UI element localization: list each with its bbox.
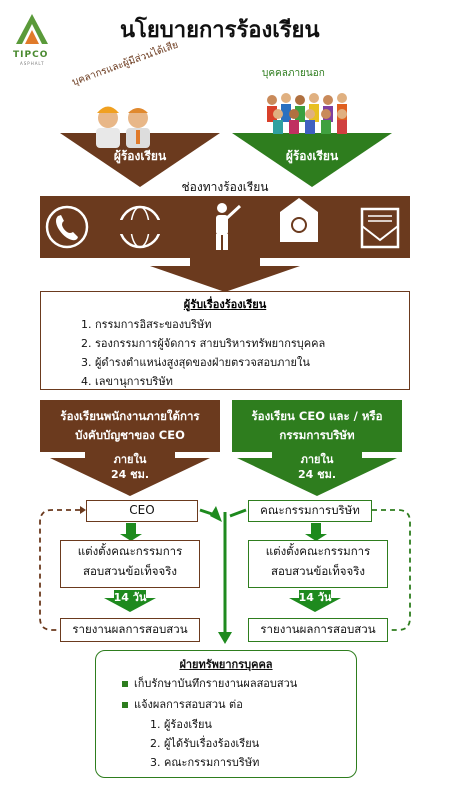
- envelope-icon: [360, 207, 400, 249]
- right-header-block: [232, 400, 402, 452]
- left-dashed-loop: [39, 509, 80, 631]
- right-action-line: สอบสวนข้อเท็จจริง: [270, 564, 366, 578]
- hr-bullet-text: แจ้งผลการสอบสวน ต่อ: [134, 698, 243, 711]
- channels-down-arrow: [150, 258, 300, 292]
- hr-subitem: 1. ผู้ร้องเรียน: [150, 718, 212, 731]
- receiver-list: 1. กรรมการอิสระของบริษัท 2. รองกรรมการผู…: [81, 315, 409, 391]
- left-source-label: ผู้ร้องเรียน: [113, 149, 167, 163]
- ceo-to-board-arrow: [210, 506, 222, 522]
- right-time-arrow: [237, 452, 397, 496]
- hr-bullet-item: เก็บรักษาบันทึกรายงานผลสอบสวน: [122, 673, 356, 694]
- right-source-caption: บุคคลภายนอก: [262, 68, 325, 79]
- hr-subitem: 2. ผู้ได้รับเรื่องร้องเรียน: [150, 737, 260, 750]
- tipco-logo-icon: [16, 14, 48, 44]
- receiver-item: 2. รองกรรมการผู้จัดการ สายบริหารทรัพยากร…: [81, 337, 326, 350]
- right-path-time: ภายใน 24 ชม.: [277, 452, 357, 482]
- right-header-line: ร้องเรียน CEO และ / หรือ: [251, 409, 383, 423]
- hr-bullet-text: เก็บรักษาบันทึกรายงานผลสอบสวน: [134, 677, 298, 690]
- left-action-line: สอบสวนข้อเท็จจริง: [82, 564, 178, 578]
- hr-subitem: 3. คณะกรรมการบริษัท: [150, 756, 260, 769]
- receiver-title: ผู้รับเรื่องร้องเรียน: [183, 298, 267, 311]
- right-arrow-2: [289, 590, 341, 612]
- right-action-line: แต่งตั้งคณะกรรมการ: [265, 544, 371, 558]
- left-arrow-1: [120, 523, 142, 541]
- logo-name: TIPCO: [13, 50, 49, 60]
- phone-icon: [45, 205, 89, 249]
- right-header-line: กรรมการบริษัท: [279, 428, 355, 442]
- right-report-box: รายงานผลการสอบสวน: [248, 618, 388, 642]
- left-action-line: แต่งตั้งคณะกรรมการ: [77, 544, 183, 558]
- right-time-line: ภายใน: [300, 453, 334, 466]
- at-mail-icon: [280, 198, 318, 242]
- receiver-item: 1. กรรมการอิสระของบริษัท: [81, 318, 212, 331]
- right-time-line: 24 ชม.: [297, 468, 337, 481]
- right-path-header: ร้องเรียน CEO และ / หรือ กรรมการบริษัท: [232, 407, 402, 445]
- receiver-item: 4. เลขานุการบริษัท: [81, 375, 173, 388]
- ceo-box: CEO: [86, 500, 198, 522]
- bullet-square-icon: [122, 702, 128, 708]
- www-icon: [118, 205, 162, 249]
- staff-people-icon: [96, 106, 150, 148]
- left-time-line: 24 ชม.: [110, 468, 150, 481]
- left-header-line: บังคับบัญชาของ CEO: [75, 428, 185, 442]
- left-path-header: ร้องเรียนพนักงานภายใต้การ บังคับบัญชาของ…: [40, 407, 220, 445]
- channels-title: ช่องทางร้องเรียน: [181, 180, 269, 194]
- left-header-line: ร้องเรียนพนักงานภายใต้การ: [60, 409, 200, 423]
- left-arrow-2: [104, 590, 156, 612]
- to-hr-arrow: [218, 632, 232, 644]
- left-time-arrow: [50, 452, 210, 496]
- crowd-icon: [267, 93, 347, 134]
- left-time-line: ภายใน: [113, 453, 147, 466]
- bullet-square-icon: [122, 681, 128, 687]
- left-path-time: ภายใน 24 ชม.: [90, 452, 170, 482]
- right-dashed-loop: [372, 509, 411, 631]
- hr-box: ฝ่ายทรัพยากรบุคคล เก็บรักษาบันทึกรายงานผ…: [95, 650, 357, 778]
- left-report-box: รายงานผลการสอบสวน: [60, 618, 200, 642]
- right-source-label: ผู้ร้องเรียน: [285, 149, 339, 163]
- right-duration: 14 วัน: [298, 591, 332, 604]
- right-action-box: แต่งตั้งคณะกรรมการ สอบสวนข้อเท็จจริง: [248, 540, 388, 588]
- right-source-triangle: [232, 133, 392, 187]
- left-duration: 14 วัน: [113, 591, 147, 604]
- right-arrow-1: [305, 523, 327, 541]
- page-title: นโยบายการร้องเรียน: [120, 18, 320, 43]
- person-presenting-icon: [216, 203, 242, 250]
- hr-title: ฝ่ายทรัพยากรบุคคล: [179, 658, 273, 671]
- receiver-item: 3. ผู้ดำรงตำแหน่งสูงสุดของฝ่ายตรวจสอบภาย…: [81, 356, 310, 369]
- receiver-box: ผู้รับเรื่องร้องเรียน 1. กรรมการอิสระของ…: [40, 291, 410, 390]
- left-header-block: [40, 400, 220, 452]
- board-box: คณะกรรมการบริษัท: [248, 500, 372, 522]
- left-action-box: แต่งตั้งคณะกรรมการ สอบสวนข้อเท็จจริง: [60, 540, 200, 588]
- logo-sub: ASPHALT: [20, 61, 45, 66]
- hr-bullet-item: แจ้งผลการสอบสวน ต่อ: [122, 694, 356, 715]
